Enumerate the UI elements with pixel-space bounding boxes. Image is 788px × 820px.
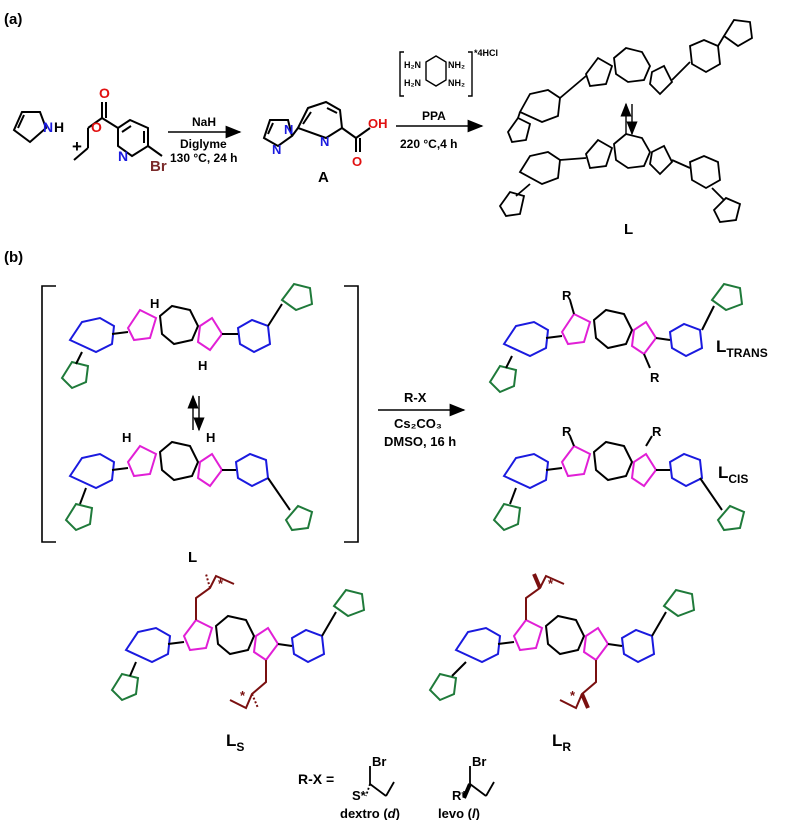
pyrazole-H: H: [54, 119, 64, 135]
levo-label: levo (l): [438, 806, 480, 820]
hcl-salt: *4HCl: [474, 48, 498, 58]
rx-equals: R-X =: [298, 771, 334, 787]
ester-O-carbonyl: O: [99, 85, 110, 101]
condition-a1: 130 °C, 24 h: [170, 151, 238, 165]
L1-H-top: H: [150, 296, 159, 311]
bromine-label: Br: [150, 158, 167, 175]
compA-O: O: [352, 154, 362, 169]
L-cis-molecule: [492, 435, 746, 532]
rx-dextro-structure: [365, 766, 395, 797]
compA-OH: OH: [368, 116, 388, 131]
cis-R-left: R: [562, 424, 572, 439]
levo-Br: Br: [472, 754, 486, 769]
amine-tl: H₂N: [404, 60, 421, 70]
L-S-label: LS: [226, 731, 244, 754]
Lr-star-bot: *: [570, 688, 576, 703]
pyrazole-molecule: [12, 111, 48, 144]
reagent-nah: NaH: [192, 115, 216, 129]
bracket-right: [344, 285, 359, 543]
tetraamine-salt: [399, 51, 473, 97]
label-A: A: [318, 169, 329, 186]
plus-sign: +: [72, 137, 82, 156]
compA-N2: N: [272, 142, 281, 157]
ligand-L-tautomer-2: [498, 133, 742, 223]
pyrazole-N: N: [43, 119, 53, 135]
dextro-Br: Br: [372, 754, 386, 769]
bromopicolinate-molecule: [73, 102, 163, 161]
L1-H-bot: H: [198, 358, 207, 373]
L-R-label: LR: [552, 731, 571, 754]
cis-R-right: R: [652, 424, 662, 439]
trans-R-top: R: [562, 288, 572, 303]
L-cis-label: LCIS: [718, 463, 748, 486]
amine-bl: H₂N: [404, 78, 421, 88]
compound-A: [262, 100, 371, 152]
L-trans-label: LTRANS: [716, 337, 768, 360]
levo-R-star: R*: [452, 788, 467, 803]
L-trans-molecule: [488, 282, 744, 394]
compA-N3: N: [320, 134, 329, 149]
compA-N1: N: [284, 122, 293, 137]
dextro-label: dextro (d): [340, 806, 400, 820]
L-colored-tautomer-2: [64, 440, 314, 532]
condition-b: DMSO, 16 h: [384, 434, 456, 449]
L2-H-right: H: [206, 430, 215, 445]
reagent-ppa: PPA: [422, 109, 446, 123]
bracket-left: [41, 285, 56, 543]
condition-a2: 220 °C,4 h: [400, 137, 458, 151]
L-colored-tautomer-1: [60, 282, 314, 390]
L2-H-left: H: [122, 430, 131, 445]
amine-tr: NH₂: [448, 60, 465, 70]
dextro-S-star: S*: [352, 788, 367, 803]
pyridine-N: N: [118, 148, 128, 164]
rx-levo-structure: [462, 766, 495, 799]
panel-a-label: (a): [4, 11, 22, 28]
Ls-star-bot: *: [240, 688, 246, 703]
Lr-star-top: *: [548, 576, 554, 591]
ligand-L-tautomer-1: [506, 19, 753, 143]
label-L-b: L: [188, 549, 197, 566]
amine-br: NH₂: [448, 78, 465, 88]
L-S-molecule: [110, 573, 366, 710]
L-R-molecule: [428, 573, 696, 710]
label-L-a: L: [624, 221, 633, 238]
ester-O: O: [91, 119, 102, 135]
reagent-diglyme: Diglyme: [180, 137, 227, 151]
Ls-star-top: *: [218, 576, 224, 591]
reagent-rx: R-X: [404, 390, 427, 405]
panel-b-label: (b): [4, 249, 23, 266]
reagent-base: Cs₂CO₃: [394, 416, 442, 431]
trans-R-bot: R: [650, 370, 660, 385]
